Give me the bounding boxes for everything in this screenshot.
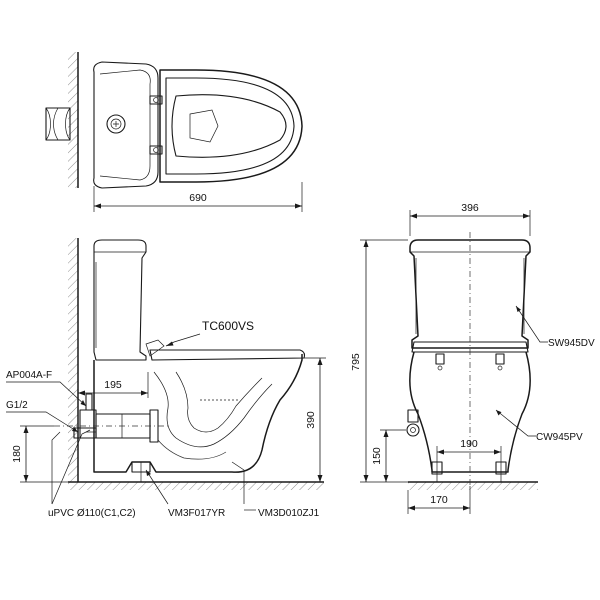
- label-inlet: G1/2: [6, 400, 79, 433]
- dim-side-offset: 195: [77, 372, 149, 398]
- side-bowl: [93, 354, 303, 473]
- dim-side-outlet-height: 390: [304, 357, 326, 482]
- plan-seat: [165, 77, 295, 175]
- label-bowl: CW945PV: [495, 409, 583, 443]
- svg-text:150: 150: [371, 447, 383, 465]
- svg-text:690: 690: [189, 192, 207, 204]
- front-tank: [409, 239, 531, 349]
- dim-front-foot-spacing: 190: [436, 438, 502, 462]
- front-floor-hatch: [408, 482, 538, 490]
- label-tank: SW945DV: [515, 305, 595, 349]
- plan-water-trap: [189, 109, 219, 143]
- label-pipe: uPVC Ø110(C1,C2): [48, 429, 136, 519]
- label-fill-valve: AP004A-F: [6, 370, 87, 407]
- flush-button-icon: [106, 114, 126, 134]
- plan-seat-hinges: [149, 95, 163, 155]
- svg-text:180: 180: [11, 445, 23, 463]
- side-trapway: [153, 371, 273, 448]
- side-wall-hatch: [68, 238, 78, 482]
- plan-wall-hatch: [68, 52, 78, 188]
- svg-text:SW945DV: SW945DV: [548, 338, 595, 349]
- front-inlet-valve: [406, 409, 420, 437]
- plan-pipe-stub: [45, 107, 71, 141]
- svg-text:G1/2: G1/2: [6, 400, 28, 411]
- side-elevation: 195 390 180 TC600VS AP004A-F: [6, 238, 326, 519]
- svg-text:CW945PV: CW945PV: [536, 432, 583, 443]
- dim-plan-length: 690: [93, 182, 303, 212]
- svg-text:170: 170: [430, 494, 448, 506]
- side-tank: [93, 239, 147, 361]
- label-fixing-1: VM3F017YR: [145, 469, 225, 519]
- plan-bowl: [159, 69, 303, 183]
- label-seat: TC600VS: [165, 319, 254, 347]
- plan-view: 690: [45, 52, 303, 212]
- dim-inlet-height: 180: [11, 425, 68, 483]
- svg-text:390: 390: [305, 411, 317, 429]
- dim-front-width: 396: [409, 202, 531, 236]
- dim-total-height: 795: [350, 239, 408, 483]
- svg-text:VM3D010ZJ1: VM3D010ZJ1: [258, 508, 320, 519]
- svg-text:TC600VS: TC600VS: [202, 319, 254, 333]
- front-seat-bolts: [435, 353, 505, 371]
- svg-text:795: 795: [350, 353, 362, 371]
- side-seat: [149, 349, 306, 361]
- front-seat: [411, 341, 529, 353]
- side-floor-hatch: [68, 482, 324, 490]
- label-fixing-2: VM3D010ZJ1: [231, 461, 320, 519]
- dim-front-foot-width: 170: [407, 486, 471, 514]
- svg-text:190: 190: [460, 438, 478, 450]
- svg-text:VM3F017YR: VM3F017YR: [168, 508, 225, 519]
- dim-front-inlet-height: 150: [371, 429, 406, 482]
- svg-text:AP004A-F: AP004A-F: [6, 370, 52, 381]
- svg-text:195: 195: [104, 379, 122, 391]
- svg-text:396: 396: [461, 202, 479, 214]
- front-elevation: 396 795 150 190: [350, 202, 595, 514]
- plan-bowl-opening: [171, 94, 287, 158]
- side-floor-fixing: [131, 461, 151, 482]
- plan-tank: [93, 61, 159, 189]
- svg-text:uPVC Ø110(C1,C2): uPVC Ø110(C1,C2): [48, 508, 136, 519]
